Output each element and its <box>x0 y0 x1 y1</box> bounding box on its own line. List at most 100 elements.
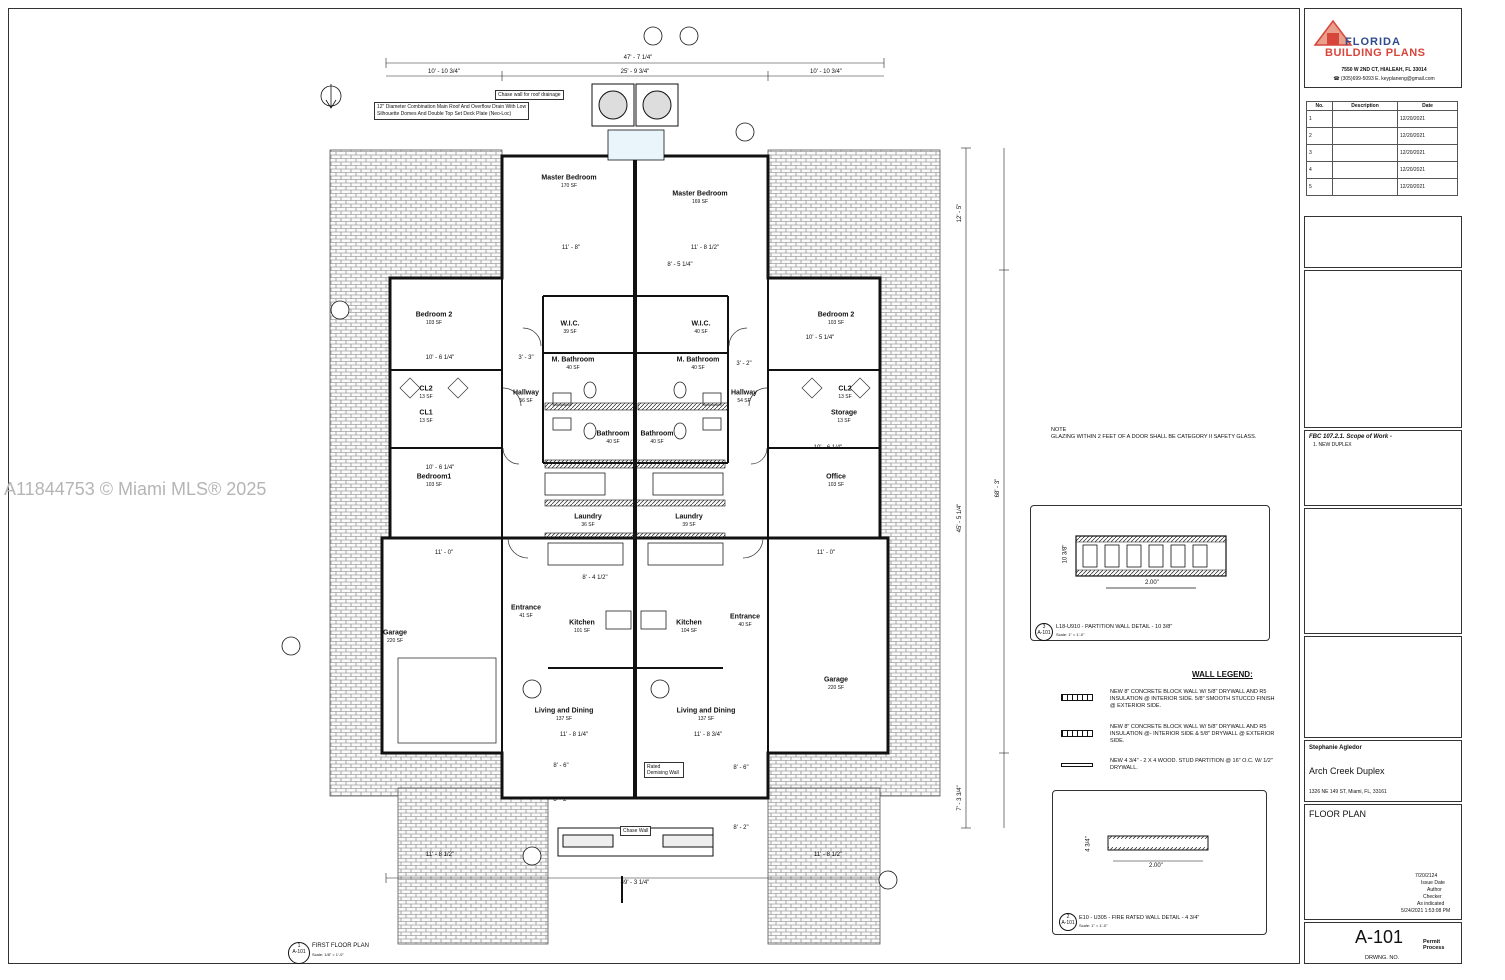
drwng-label: DRWNG. NO. <box>1365 955 1400 961</box>
room-area-hallway-right: 54 SF <box>737 398 751 404</box>
room-name-garage-right: Garage <box>823 676 849 684</box>
rev-header-no: No. <box>1305 101 1334 111</box>
fire-dim: 2.00" <box>1149 863 1163 869</box>
room-area-bathroom-left: 40 SF <box>606 439 620 445</box>
logo-box: FLORIDA BUILDING PLANS 7550 W 2ND CT, HI… <box>1304 8 1462 88</box>
room-area-cl1: 13 SF <box>419 418 433 424</box>
wall-legend-title: WALL LEGEND: <box>1192 670 1253 679</box>
revision-date: 12/20/2021 <box>1397 178 1458 196</box>
dim-office-width: 10' - 6 1/4" <box>813 445 843 451</box>
room-name-laundry-left: Laundry <box>574 513 602 521</box>
room-name-entrance-right: Entrance <box>730 613 760 621</box>
scope-title: FBC 107.2.1. Scope of Work - <box>1309 434 1392 440</box>
room-area-wic-right: 40 SF <box>694 329 708 335</box>
drawn-by: Author <box>1427 887 1442 893</box>
revision-no: 2 <box>1305 127 1334 145</box>
dim-depth-mid: 45' - 5 1/4" <box>957 503 963 533</box>
room-name-garage-left: Garage <box>382 629 408 637</box>
room-area-m-bathroom-right: 40 SF <box>691 365 705 371</box>
legend-swatch-2 <box>1061 730 1093 737</box>
fixtures <box>544 381 724 630</box>
dim-kitchen-width: 8' - 4 1/2" <box>582 575 608 581</box>
first-floor-plan-label: FIRST FLOOR PLAN <box>312 943 369 949</box>
room-area-bathroom-right: 40 SF <box>650 439 664 445</box>
room-area-master-bedroom-left: 170 SF <box>560 183 578 189</box>
fire-scale: Scale: 1" = 1'-0" <box>1079 923 1108 928</box>
partition-title: L18-U910 - PARTITION WALL DETAIL - 10 3/… <box>1056 624 1173 630</box>
house-logo-icon <box>1313 19 1353 46</box>
ac-units <box>591 83 679 161</box>
glazing-note: GLAZING WITHIN 2 FEET OF A DOOR SHALL BE… <box>1051 434 1257 440</box>
title-block: FLORIDA BUILDING PLANS 7550 W 2ND CT, HI… <box>1304 8 1462 964</box>
legend-swatch-3 <box>1061 763 1093 767</box>
room-area-kitchen-right: 104 SF <box>680 628 698 634</box>
dim-hall-right: 3' - 2" <box>736 361 752 367</box>
dim-living-right: 11' - 8 3/4" <box>693 732 723 738</box>
sheet-number: A-101 <box>1355 927 1404 947</box>
project-address: 1326 NE 149 ST, Miami, FL, 33161 <box>1309 789 1387 795</box>
room-area-garage-right: 220 SF <box>827 685 845 691</box>
fire-tag: 2 A-101 <box>1059 913 1077 931</box>
fire-title: E10 - U305 - FIRE RATED WALL DETAIL - 4 … <box>1079 915 1200 921</box>
dim-overall-depth: 68' - 3" <box>995 478 1001 498</box>
plot-date: 5/24/2021 1:53:08 PM <box>1401 908 1451 914</box>
dim-master-right: 11' - 8 1/2" <box>690 245 720 251</box>
glazing-note-title: NOTE <box>1051 427 1067 433</box>
door-swings <box>502 327 768 559</box>
hatched-walls <box>544 402 729 540</box>
project-box: Stephanie Agledor Arch Creek Duplex 1326… <box>1304 740 1462 802</box>
legend-item-3: NEW 4 3/4" - 2 X 4 WOOD. STUD PARTITION … <box>1110 758 1273 771</box>
room-name-master-bedroom-right: Master Bedroom <box>672 190 728 198</box>
company-contact: ☎ (305)699-5093 E. keyplaneng@gmail.com <box>1333 76 1435 82</box>
room-area-laundry-right: 39 SF <box>682 522 696 528</box>
revision-no: 5 <box>1305 178 1334 196</box>
room-area-m-bathroom-left: 40 SF <box>566 365 580 371</box>
interior-walls <box>382 156 888 798</box>
room-name-cl1: CL1 <box>419 409 433 417</box>
engineer-box <box>1304 636 1462 738</box>
revision-date: 12/20/2021 <box>1397 161 1458 179</box>
revision-date: 12/20/2021 <box>1397 110 1458 128</box>
dim-bed2-left: 10' - 6 1/4" <box>425 355 455 361</box>
room-area-cl2-right: 13 SF <box>838 394 852 400</box>
scope-item: 1. NEW DUPLEX <box>1313 442 1352 448</box>
rev-header-date: Date <box>1397 101 1458 111</box>
scale: As indicated <box>1417 901 1445 907</box>
revision-description <box>1332 127 1398 145</box>
room-area-garage-left: 220 SF <box>386 638 404 644</box>
first-floor-plan-scale: Scale: 1/8" = 1'-0" <box>312 952 344 957</box>
room-name-master-bedroom-left: Master Bedroom <box>541 174 597 182</box>
room-area-hallway-left: 56 SF <box>519 398 533 404</box>
north-arrow <box>320 84 342 109</box>
room-name-kitchen-left: Kitchen <box>569 619 595 627</box>
partition-dim: 2.00" <box>1145 580 1159 586</box>
dim-middle-section: 25' - 9 3/4" <box>620 69 650 75</box>
room-name-storage: Storage <box>830 409 858 417</box>
room-name-cl2-left: CL2 <box>419 385 433 393</box>
fire-height: 4 3/4" <box>1085 836 1092 852</box>
room-name-bedroom-1: Bedroom1 <box>416 473 452 481</box>
partition-tag-sheet: A-101 <box>1037 630 1051 636</box>
room-name-laundry-right: Laundry <box>675 513 703 521</box>
dim-overall-width: 47' - 7 1/4" <box>623 55 653 61</box>
legend-item-2: NEW 8" CONCRETE BLOCK WALL W/ 5/8" DRYWA… <box>1110 724 1275 744</box>
room-name-m-bathroom-left: M. Bathroom <box>551 356 595 364</box>
room-area-entrance-right: 40 SF <box>738 622 752 628</box>
dim-right-section: 10' - 10 3/4" <box>810 69 842 75</box>
closet-doors <box>399 377 871 399</box>
partition-tag: 3 A-101 <box>1035 623 1053 641</box>
dim-gap-right: 8' - 2" <box>733 825 749 831</box>
dim-bed2-right: 10' - 5 1/4" <box>805 335 835 341</box>
blank-box-2 <box>1304 508 1462 634</box>
partition-height: 10 3/8" <box>1062 544 1069 564</box>
room-name-entrance-left: Entrance <box>511 604 541 612</box>
revision-description <box>1332 110 1398 128</box>
room-area-bedroom-2-left: 103 SF <box>425 320 443 326</box>
note-drain-line2: Silhouette Domes And Double Top Set Deck… <box>377 111 512 117</box>
dim-chase-left: 8' - 6" <box>553 763 569 769</box>
fire-rated-detail-drawing <box>1107 835 1209 862</box>
brand-bottom: BUILDING PLANS <box>1325 47 1426 59</box>
